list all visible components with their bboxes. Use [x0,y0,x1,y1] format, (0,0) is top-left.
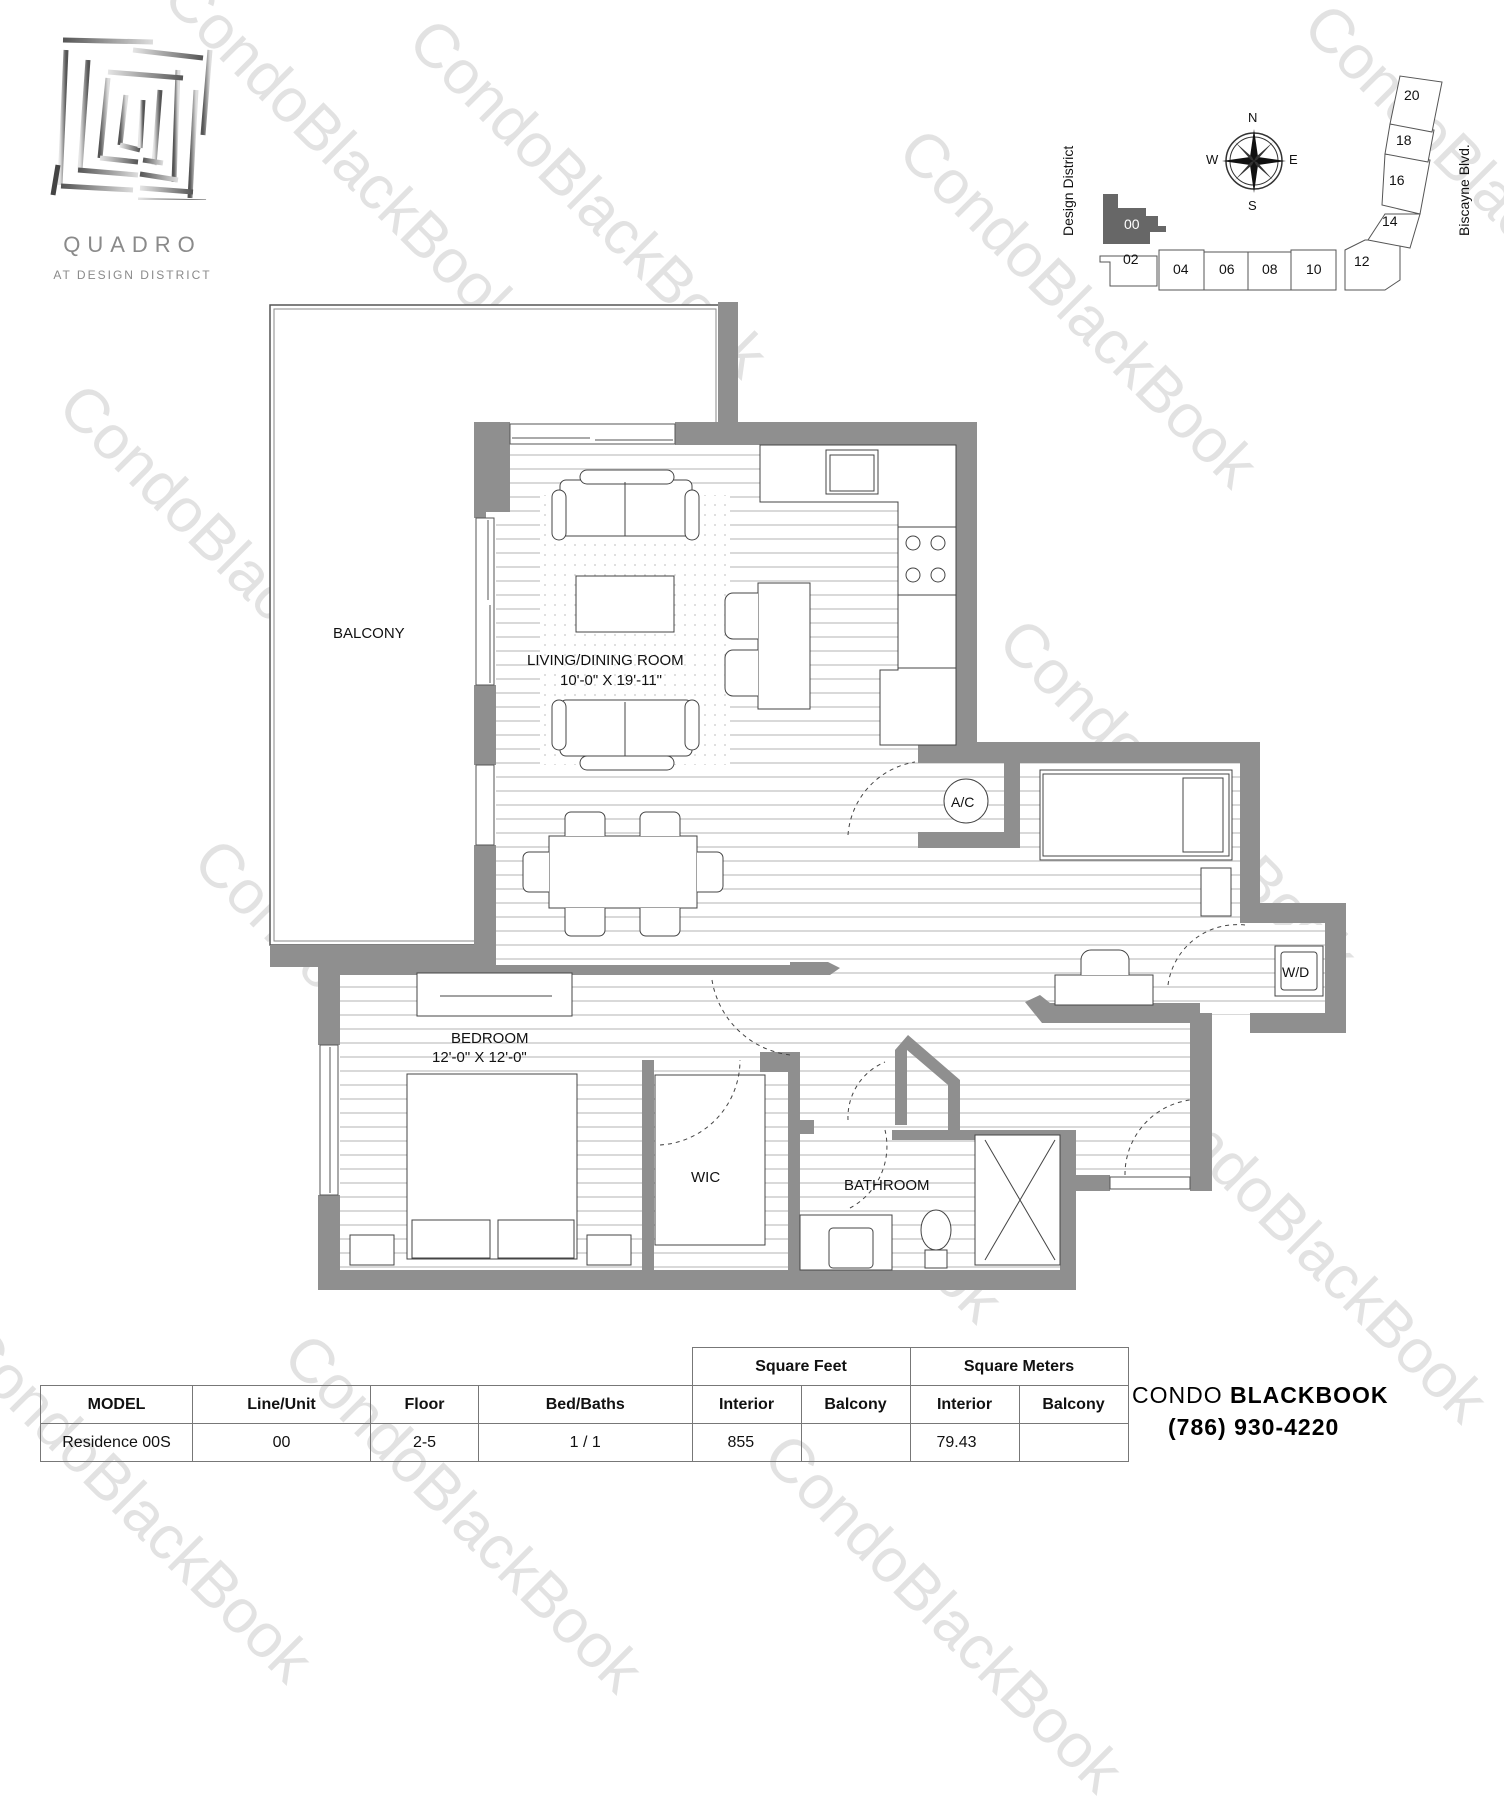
keyplan-unit-08: 08 [1262,261,1278,277]
cell-floor: 2-5 [370,1423,479,1462]
compass-rose-icon [1222,129,1286,193]
quadro-logo-icon [50,37,213,200]
col-bed-baths: Bed/Baths [478,1385,693,1424]
keyplan-unit-20: 20 [1404,87,1420,103]
col-model: MODEL [40,1385,193,1424]
header-square-meters: Square Meters [909,1347,1129,1386]
col-sqm-balcony: Balcony [1018,1385,1129,1424]
col-sqft-interior: Interior [691,1385,802,1424]
keyplan-unit-06: 06 [1219,261,1235,277]
table-row: Residence 00S 00 2-5 1 / 1 855 79.43 [40,1423,1129,1462]
floor-plan [269,302,1346,1290]
room-bathroom: BATHROOM [844,1177,930,1194]
washer-dryer-label: W/D [1282,964,1310,980]
col-sqft-balcony: Balcony [800,1385,911,1424]
compass-s: S [1248,198,1257,213]
cell-model: Residence 00S [40,1423,193,1462]
watermark: CondoBlackBook [750,1420,1136,1806]
compass-w: W [1206,152,1219,167]
keyplan-unit-04: 04 [1173,261,1189,277]
brand-name-light: CONDO [1132,1382,1223,1408]
room-balcony: BALCONY [333,625,405,642]
brand-name: CONDO BLACKBOOK [1132,1382,1389,1409]
cell-sqft-balcony [800,1423,911,1462]
header-square-feet: Square Feet [691,1347,911,1386]
brand-phone[interactable]: (786) 930-4220 [1168,1414,1340,1440]
logo-subtitle: AT DESIGN DISTRICT [53,268,212,282]
cell-sqm-balcony [1018,1423,1129,1462]
col-floor: Floor [370,1385,479,1424]
brand-name-bold: BLACKBOOK [1230,1382,1389,1408]
keyplan-unit-12: 12 [1354,253,1370,269]
keyplan-unit-02: 02 [1123,251,1139,267]
logo-name: QUADRO [63,232,202,257]
room-bedroom-dims: 12'-0" X 12'-0" [432,1049,527,1066]
cell-sqft-interior: 855 [691,1423,802,1462]
room-living-dining-dims: 10'-0" X 19'-11" [560,672,662,689]
cell-line-unit: 00 [192,1423,371,1462]
cell-bed-baths: 1 / 1 [478,1423,693,1462]
compass-n: N [1248,110,1258,125]
spec-table: Square Feet Square Meters MODEL Line/Uni… [40,1347,1129,1462]
col-line-unit: Line/Unit [192,1385,371,1424]
keyplan-unit-00: 00 [1124,216,1140,232]
room-bedroom: BEDROOM [451,1030,529,1047]
keyplan-unit-18: 18 [1396,132,1412,148]
keyplan-unit-14: 14 [1382,213,1398,229]
compass-e: E [1289,152,1298,167]
keyplan-unit-10: 10 [1306,261,1322,277]
keyplan-map [1099,75,1443,291]
ac-unit-label: A/C [951,794,975,810]
room-living-dining: LIVING/DINING ROOM [527,652,684,669]
cell-sqm-interior: 79.43 [909,1423,1020,1462]
keyplan-unit-16: 16 [1389,172,1405,188]
col-sqm-interior: Interior [909,1385,1020,1424]
room-wic: WIC [691,1169,721,1186]
